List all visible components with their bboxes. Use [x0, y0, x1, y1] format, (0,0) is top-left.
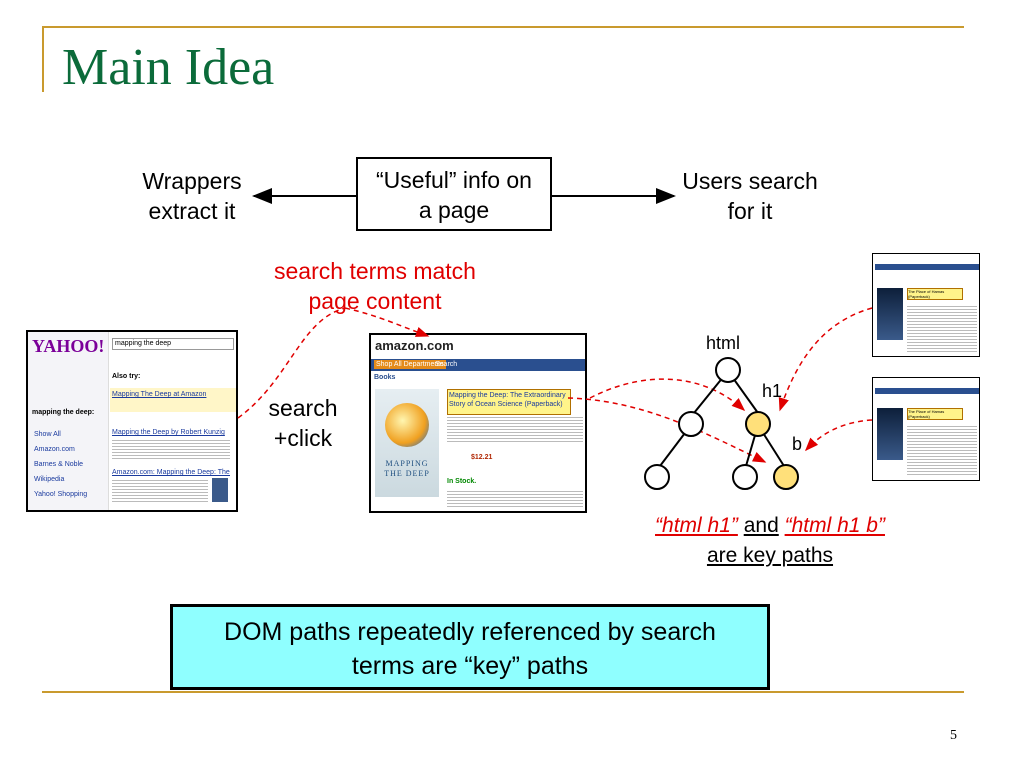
dashed-amazon-to-b — [567, 397, 767, 463]
search-click-line2: +click — [273, 425, 333, 451]
yahoo-logo: YAHOO! — [32, 336, 105, 356]
amazon-product-screenshot: amazon.com Shop All Departments Search B… — [369, 333, 587, 513]
yahoo-search-box: mapping the deep — [112, 338, 234, 350]
thumb-book-cover — [877, 408, 903, 460]
yahoo-sidebar-item: Yahoo! Shopping — [34, 491, 88, 498]
yahoo-result-3-snippet — [112, 478, 208, 504]
yahoo-sidebar-list: Show All Amazon.com Barnes & Noble Wikip… — [34, 430, 87, 505]
left-rule — [42, 26, 44, 92]
thumb-text — [907, 424, 977, 476]
product-thumbnail-bottom: The Place of Hamas (Paperback) — [872, 377, 980, 481]
tree-label-b: b — [792, 434, 803, 454]
yahoo-result-2-snippet — [112, 438, 230, 460]
top-rule — [42, 26, 964, 28]
tree-node-b — [773, 464, 799, 490]
amazon-book-cover: MAPPING THE DEEP — [375, 389, 439, 497]
thumb-nav-bar — [875, 264, 979, 270]
bottom-rule — [42, 691, 964, 693]
key-path-conjunction: and — [743, 514, 779, 537]
thumb-text — [907, 304, 977, 352]
thumb-book-cover — [877, 288, 903, 340]
useful-info-line2: a page — [418, 197, 490, 223]
users-search-line1: Users search — [682, 168, 818, 194]
users-search-line2: for it — [727, 198, 773, 224]
amazon-nav-bar: Shop All Departments Search — [371, 359, 585, 371]
key-path-2: “html h1 b” — [784, 514, 885, 537]
book-cover-title-1: MAPPING — [385, 459, 429, 468]
tree-node-leaf — [732, 464, 758, 490]
amazon-book-title: Mapping the Deep: The Extraordinary Stor… — [447, 389, 571, 415]
page-number: 5 — [950, 728, 957, 743]
wrappers-label: Wrappers extract it — [120, 166, 264, 226]
useful-info-box: “Useful” info on a page — [356, 157, 552, 231]
useful-info-line1: “Useful” info on — [376, 167, 532, 193]
amazon-book-description — [447, 415, 583, 443]
key-path-1: “html h1” — [655, 514, 738, 537]
yahoo-sidebar — [28, 332, 109, 510]
book-cover-title-2: THE DEEP — [384, 469, 430, 478]
thumb-highlight-title: The Place of Hamas (Paperback) — [907, 408, 963, 420]
yahoo-search-screenshot: YAHOO! mapping the deep Also try: mappin… — [26, 330, 238, 512]
dashed-annotation-to-amazon — [344, 307, 430, 337]
yahoo-query: mapping the deep — [115, 340, 172, 347]
tree-label-h1: h1 — [762, 381, 783, 401]
dashed-amazon-to-h1 — [589, 378, 746, 412]
amazon-tab-search: Search — [435, 361, 458, 368]
amazon-price: $12.21 — [471, 454, 493, 461]
yahoo-results-count: mapping the deep: — [32, 409, 95, 416]
thumb-highlight-title: The Place of Hamas (Paperback) — [907, 288, 963, 300]
yahoo-book-thumbnail — [212, 478, 228, 502]
annotation-line2: page content — [308, 288, 442, 314]
tree-node-h1 — [745, 411, 771, 437]
annotation-line1: search terms match — [274, 258, 476, 284]
tree-node-leaf — [644, 464, 670, 490]
amazon-shipping-text — [447, 489, 583, 509]
search-click-line1: search — [268, 395, 338, 421]
key-paths-caption: “html h1” and “html h1 b” are key paths — [600, 511, 940, 571]
yahoo-sidebar-item: Wikipedia — [34, 476, 65, 483]
book-cover-art — [385, 403, 429, 447]
thumb-nav-bar — [875, 388, 979, 394]
users-search-label: Users search for it — [660, 166, 840, 226]
tree-node-html — [715, 357, 741, 383]
slide-title: Main Idea — [62, 39, 275, 96]
amazon-in-stock: In Stock. — [447, 478, 477, 485]
yahoo-sidebar-item: Amazon.com — [34, 446, 75, 453]
dashed-thumb-to-h1 — [778, 307, 873, 412]
callout-line2: terms are “key” paths — [351, 652, 589, 680]
tree-node-left — [678, 411, 704, 437]
yahoo-result-2: Mapping the Deep by Robert Kunzig — [112, 429, 225, 436]
callout-line1: DOM paths repeatedly referenced by searc… — [224, 618, 716, 646]
key-paths-callout: DOM paths repeatedly referenced by searc… — [170, 604, 770, 690]
yahoo-sidebar-item: Show All — [34, 431, 61, 438]
wrappers-label-line2: extract it — [148, 198, 236, 224]
wrappers-label-line1: Wrappers — [142, 168, 242, 194]
search-click-label: search +click — [258, 393, 348, 453]
tree-label-html: html — [706, 333, 741, 353]
dashed-thumb-to-b — [804, 419, 873, 452]
search-terms-annotation: search terms match page content — [250, 256, 500, 316]
amazon-tab-departments: Shop All Departments — [374, 360, 446, 369]
key-paths-line2: are key paths — [706, 544, 834, 567]
yahoo-result-3: Amazon.com: Mapping the Deep: The Extrao… — [112, 469, 230, 476]
yahoo-result-1: Mapping The Deep at Amazon — [112, 391, 207, 398]
yahoo-sponsored-result — [110, 388, 236, 412]
amazon-logo: amazon.com — [375, 338, 454, 353]
amazon-tab-books: Books — [374, 374, 396, 381]
yahoo-also-try: Also try: — [112, 373, 141, 380]
dashed-yahoo-to-annotation — [237, 307, 346, 419]
yahoo-sidebar-item: Barnes & Noble — [34, 461, 84, 468]
product-thumbnail-top: The Place of Hamas (Paperback) — [872, 253, 980, 357]
